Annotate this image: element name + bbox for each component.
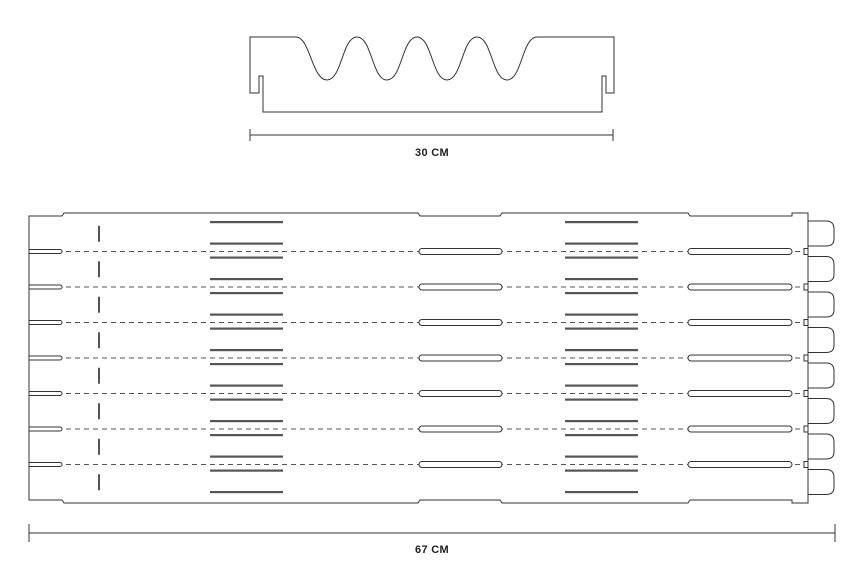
strip-left-notch	[29, 284, 63, 290]
strip-slot-left-lower	[210, 242, 283, 245]
top-dimension	[249, 129, 614, 141]
strip-slot-left-upper	[210, 363, 283, 366]
strip-sheet-outline	[28, 212, 809, 504]
strip-left-notch	[29, 426, 63, 432]
strip-edge-notch	[803, 425, 809, 433]
strip-center-slot	[418, 390, 503, 397]
strip-right-tab	[808, 220, 835, 247]
wave-piece	[249, 36, 615, 113]
strip-edge-notch	[803, 248, 809, 255]
strip-slot-right-upper	[565, 434, 638, 437]
strip-slot-right-upper	[565, 398, 638, 401]
strip-center-slot	[418, 283, 503, 291]
strip-slot-right-lower	[565, 313, 638, 316]
strip-slot-left-upper	[210, 398, 283, 401]
strip-slot-right-lower	[565, 491, 638, 494]
strip-edge-notch	[803, 461, 809, 468]
strip-slot-left-upper	[210, 221, 283, 224]
strip-left-notch	[29, 462, 63, 467]
strip-slot-left-upper	[210, 292, 283, 295]
strip-center-slot	[418, 248, 503, 255]
strip-right-slot	[687, 319, 793, 326]
strip-slot-right-lower	[565, 455, 638, 458]
strip-slot-right-upper	[565, 469, 638, 472]
strip-right-slot	[687, 354, 793, 362]
strip-vertical-slit	[98, 296, 100, 313]
strip-right-tab	[808, 362, 835, 389]
strip-slot-left-lower	[210, 349, 283, 352]
strip-slot-right-lower	[565, 384, 638, 387]
strip-vertical-slit	[98, 367, 100, 384]
strip-center-slot	[418, 319, 503, 326]
strip-vertical-slit	[98, 438, 100, 455]
strip-right-tab	[808, 291, 835, 318]
strip-slot-right-upper	[565, 327, 638, 330]
strip-left-notch	[29, 355, 63, 361]
strip-center-slot	[418, 354, 503, 362]
strip-right-slot	[687, 283, 793, 291]
strip-sheet	[28, 212, 835, 504]
strip-slot-left-lower	[210, 313, 283, 316]
strip-left-notch	[29, 249, 63, 254]
bottom-dimension-label: 67 CM	[415, 544, 449, 556]
strip-slot-left-upper	[210, 327, 283, 330]
strip-slot-left-lower	[210, 455, 283, 458]
strip-slot-right-upper	[565, 292, 638, 295]
strip-right-slot	[687, 390, 793, 397]
strip-slot-left-lower	[210, 278, 283, 281]
strip-slot-right-lower	[565, 278, 638, 281]
top-dimension-label: 30 CM	[415, 147, 449, 159]
strip-vertical-slit	[98, 474, 100, 491]
strip-right-tab	[808, 469, 835, 495]
strip-slot-left-lower	[210, 420, 283, 423]
strip-edge-notch	[803, 319, 809, 326]
strip-right-tab	[808, 327, 835, 353]
strip-edge-notch	[803, 283, 809, 291]
strip-slot-left-lower	[210, 384, 283, 387]
strip-right-slot	[687, 461, 793, 468]
strip-slot-left-upper	[210, 256, 283, 259]
wave-piece-outline	[249, 36, 615, 113]
strip-edge-notch	[803, 390, 809, 397]
strip-slot-right-upper	[565, 256, 638, 259]
strip-right-slot	[687, 425, 793, 433]
strip-slot-left-upper	[210, 434, 283, 437]
strip-slot-right-lower	[565, 242, 638, 245]
strip-center-slot	[418, 461, 503, 468]
strip-slot-right-upper	[565, 221, 638, 224]
strip-slot-left-upper	[210, 469, 283, 472]
strip-slot-left-lower	[210, 491, 283, 494]
strip-vertical-slit	[98, 261, 100, 278]
strip-edge-notch	[803, 354, 809, 362]
strip-slot-right-lower	[565, 349, 638, 352]
strip-vertical-slit	[98, 403, 100, 420]
strip-left-notch	[29, 320, 63, 325]
bottom-dimension	[28, 524, 836, 542]
strip-right-tab	[808, 398, 835, 424]
strip-left-notch	[29, 391, 63, 396]
strip-center-slot	[418, 425, 503, 433]
strip-vertical-slit	[98, 225, 100, 242]
strip-slot-right-lower	[565, 420, 638, 423]
strip-vertical-slit	[98, 332, 100, 349]
strip-slot-right-upper	[565, 363, 638, 366]
strip-right-tab	[808, 433, 835, 460]
strip-right-slot	[687, 248, 793, 255]
strip-right-tab	[808, 256, 835, 282]
